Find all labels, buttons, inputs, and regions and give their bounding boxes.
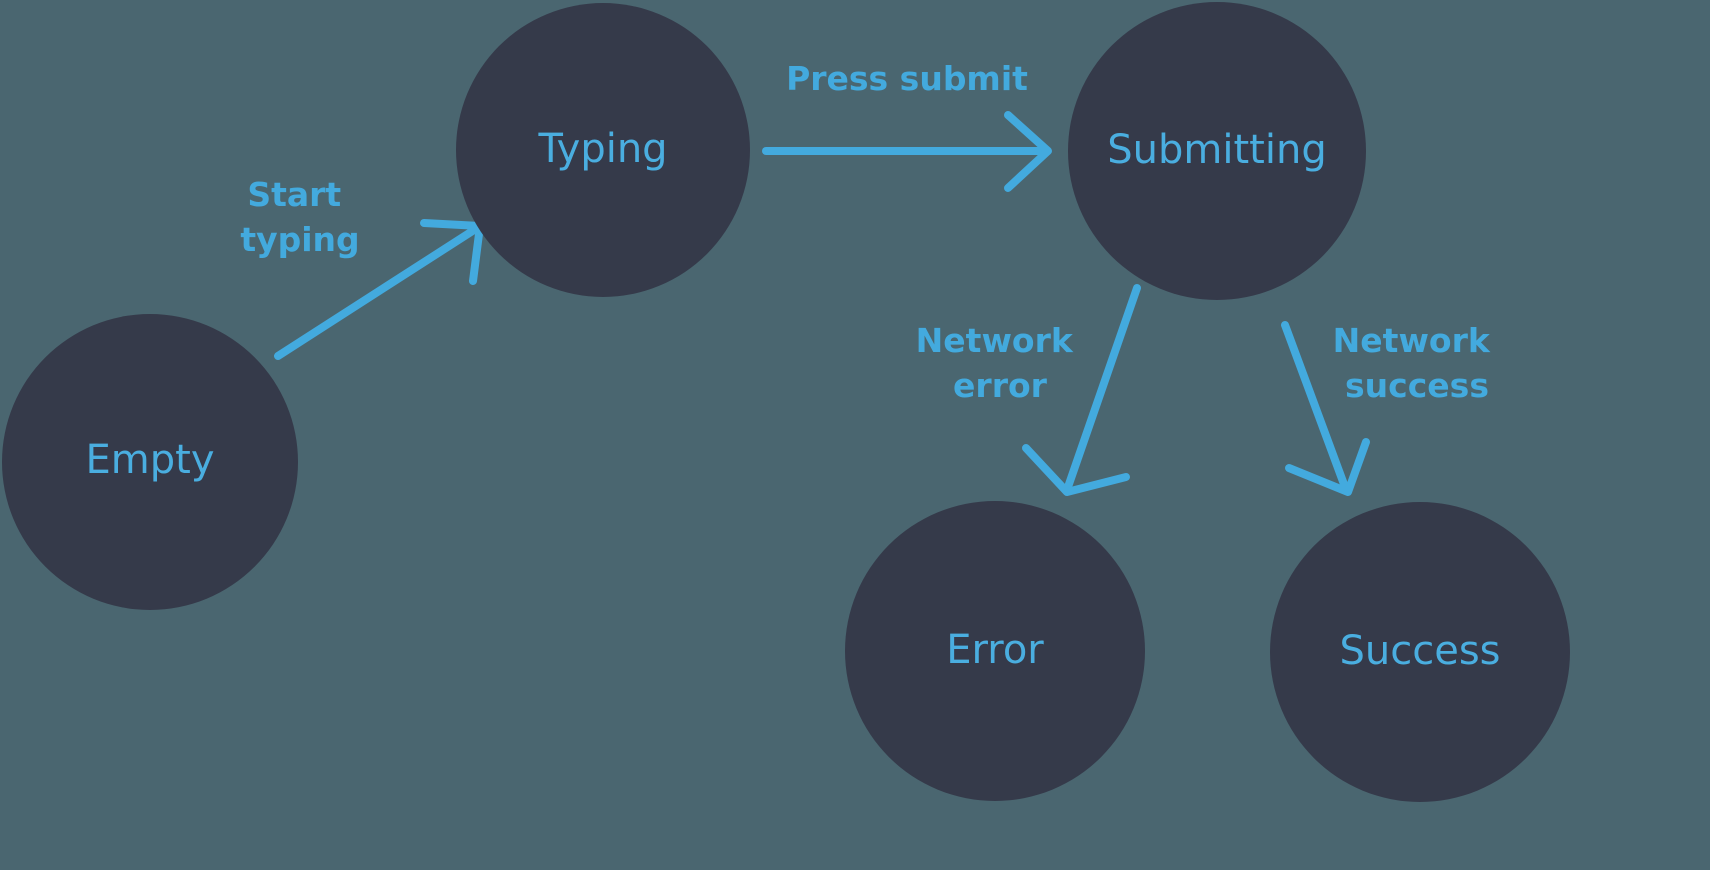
state-node-success[interactable]: Success (1270, 502, 1570, 802)
transition-label-line: success (1345, 366, 1489, 405)
states-layer: Empty Typing Submitting Error Success (2, 2, 1570, 802)
transition-label-line: Network (1333, 321, 1491, 360)
transition-label-network-error: Network error (916, 321, 1085, 405)
transitions-layer: Start typing Press submit Network error (240, 59, 1502, 496)
transition-empty-to-typing[interactable]: Start typing (240, 175, 484, 360)
state-label: Empty (86, 437, 215, 483)
state-label: Success (1339, 628, 1500, 674)
arrowhead-icon (1285, 438, 1370, 496)
state-node-submitting[interactable]: Submitting (1068, 2, 1366, 300)
state-node-typing[interactable]: Typing (456, 3, 750, 297)
arrowhead-icon (1004, 111, 1052, 192)
transition-typing-to-submitting[interactable]: Press submit (762, 59, 1052, 192)
transition-label-line: error (953, 366, 1048, 405)
state-circle (845, 501, 1145, 801)
transition-submitting-to-error[interactable]: Network error (916, 284, 1141, 496)
state-circle (456, 3, 750, 297)
state-node-error[interactable]: Error (845, 501, 1145, 801)
transition-label-line: Start (247, 175, 341, 214)
state-circle (2, 314, 298, 610)
edge-line (1064, 284, 1141, 491)
state-label: Submitting (1107, 127, 1326, 173)
transition-label-network-success: Network success (1333, 321, 1502, 405)
state-circle (1270, 502, 1570, 802)
arrowhead-icon (1022, 444, 1130, 496)
transition-label-line: Network (916, 321, 1074, 360)
edge-line (274, 226, 478, 360)
state-node-empty[interactable]: Empty (2, 314, 298, 610)
edge-line (1281, 321, 1349, 491)
transition-label-press-submit: Press submit (786, 59, 1028, 98)
state-circle (1068, 2, 1366, 300)
transition-label-line: typing (240, 220, 359, 259)
transition-submitting-to-success[interactable]: Network success (1281, 321, 1502, 496)
state-label: Error (946, 627, 1044, 673)
transition-label-start-typing: Start typing (240, 175, 359, 259)
state-label: Typing (537, 126, 667, 172)
transition-label-line: Press submit (786, 59, 1028, 98)
